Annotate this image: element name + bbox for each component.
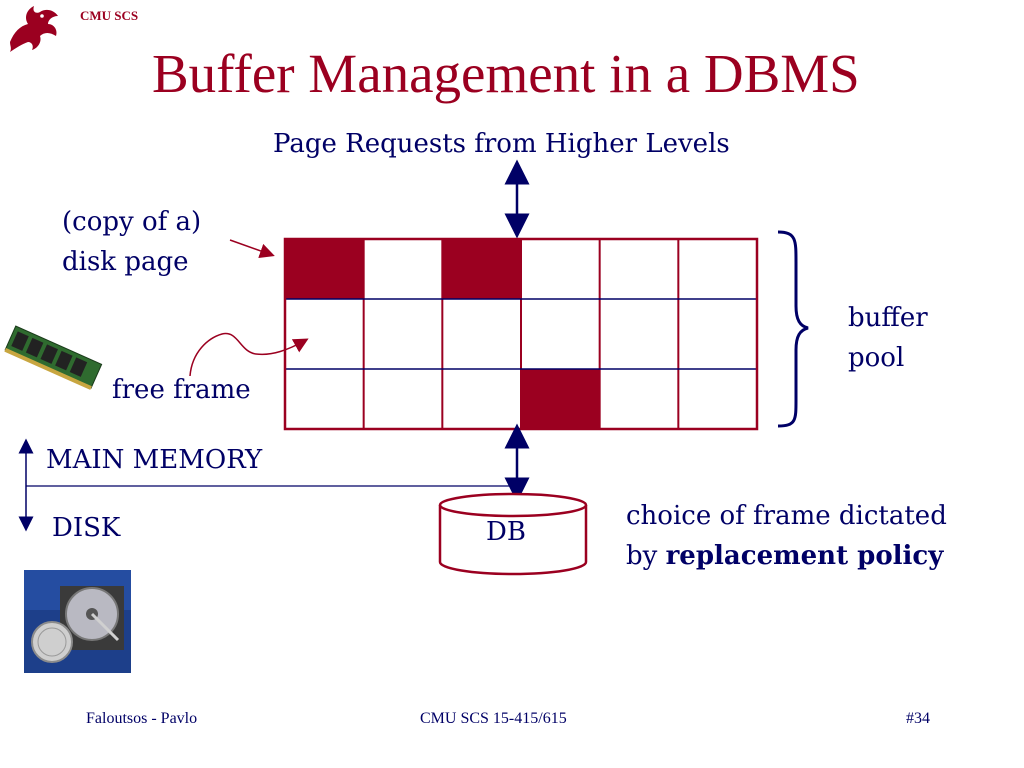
buffer-frame-free (442, 299, 521, 369)
policy-label-line1: choice of frame dictated (626, 501, 947, 531)
disk-page-pointer (229, 239, 275, 259)
buffer-frame-free (678, 299, 757, 369)
buffer-frame-free (363, 299, 443, 369)
buffer-pool-label-line2: pool (848, 343, 905, 373)
footer-authors: Faloutsos - Pavlo (86, 710, 198, 727)
buffer-frame-free (678, 369, 757, 429)
buffer-pool-grid (283, 237, 759, 431)
buffer-frame-occupied (442, 239, 521, 299)
org-label: CMU SCS (80, 8, 139, 23)
buffer-frame-free (599, 369, 679, 429)
footer-slide-number: #34 (906, 710, 930, 727)
buffer-frame-free (285, 369, 364, 429)
buffer-frame-occupied (285, 239, 364, 299)
logo-griffin-icon (2, 2, 62, 56)
page-requests-label: Page Requests from Higher Levels (273, 129, 730, 159)
buffer-frame-free (521, 299, 600, 369)
buffer-frame-occupied (521, 369, 600, 429)
free-frame-label: free frame (112, 375, 251, 405)
buffer-pool-brace (777, 230, 809, 428)
policy-label-line2: by replacement policy (626, 540, 943, 573)
db-label: DB (486, 517, 526, 547)
buffer-frame-free (521, 239, 600, 299)
disk-page-label-line1: (copy of a) (62, 207, 202, 237)
slide-title: Buffer Management in a DBMS (152, 43, 860, 104)
buffer-frame-free (678, 239, 757, 299)
main-memory-label: MAIN MEMORY (46, 445, 263, 475)
hard-disk-photo-icon (24, 570, 131, 673)
replacement-policy-emphasis: replacement policy (665, 541, 944, 571)
buffer-frame-free (442, 369, 521, 429)
db-cylinder-icon (438, 492, 588, 576)
free-frame-pointer (189, 332, 309, 377)
footer-course: CMU SCS 15-415/615 (420, 710, 567, 727)
buffer-frame-free (599, 299, 679, 369)
disk-page-label-line2: disk page (62, 247, 189, 277)
buffer-pool-label-line1: buffer (848, 303, 928, 333)
buffer-frame-free (285, 299, 364, 369)
disk-label: DISK (52, 513, 121, 543)
ram-module-icon (4, 325, 103, 390)
buffer-frame-free (599, 239, 679, 299)
buffer-frame-free (363, 239, 443, 299)
policy-prefix: by (626, 541, 666, 571)
buffer-frame-free (363, 369, 443, 429)
